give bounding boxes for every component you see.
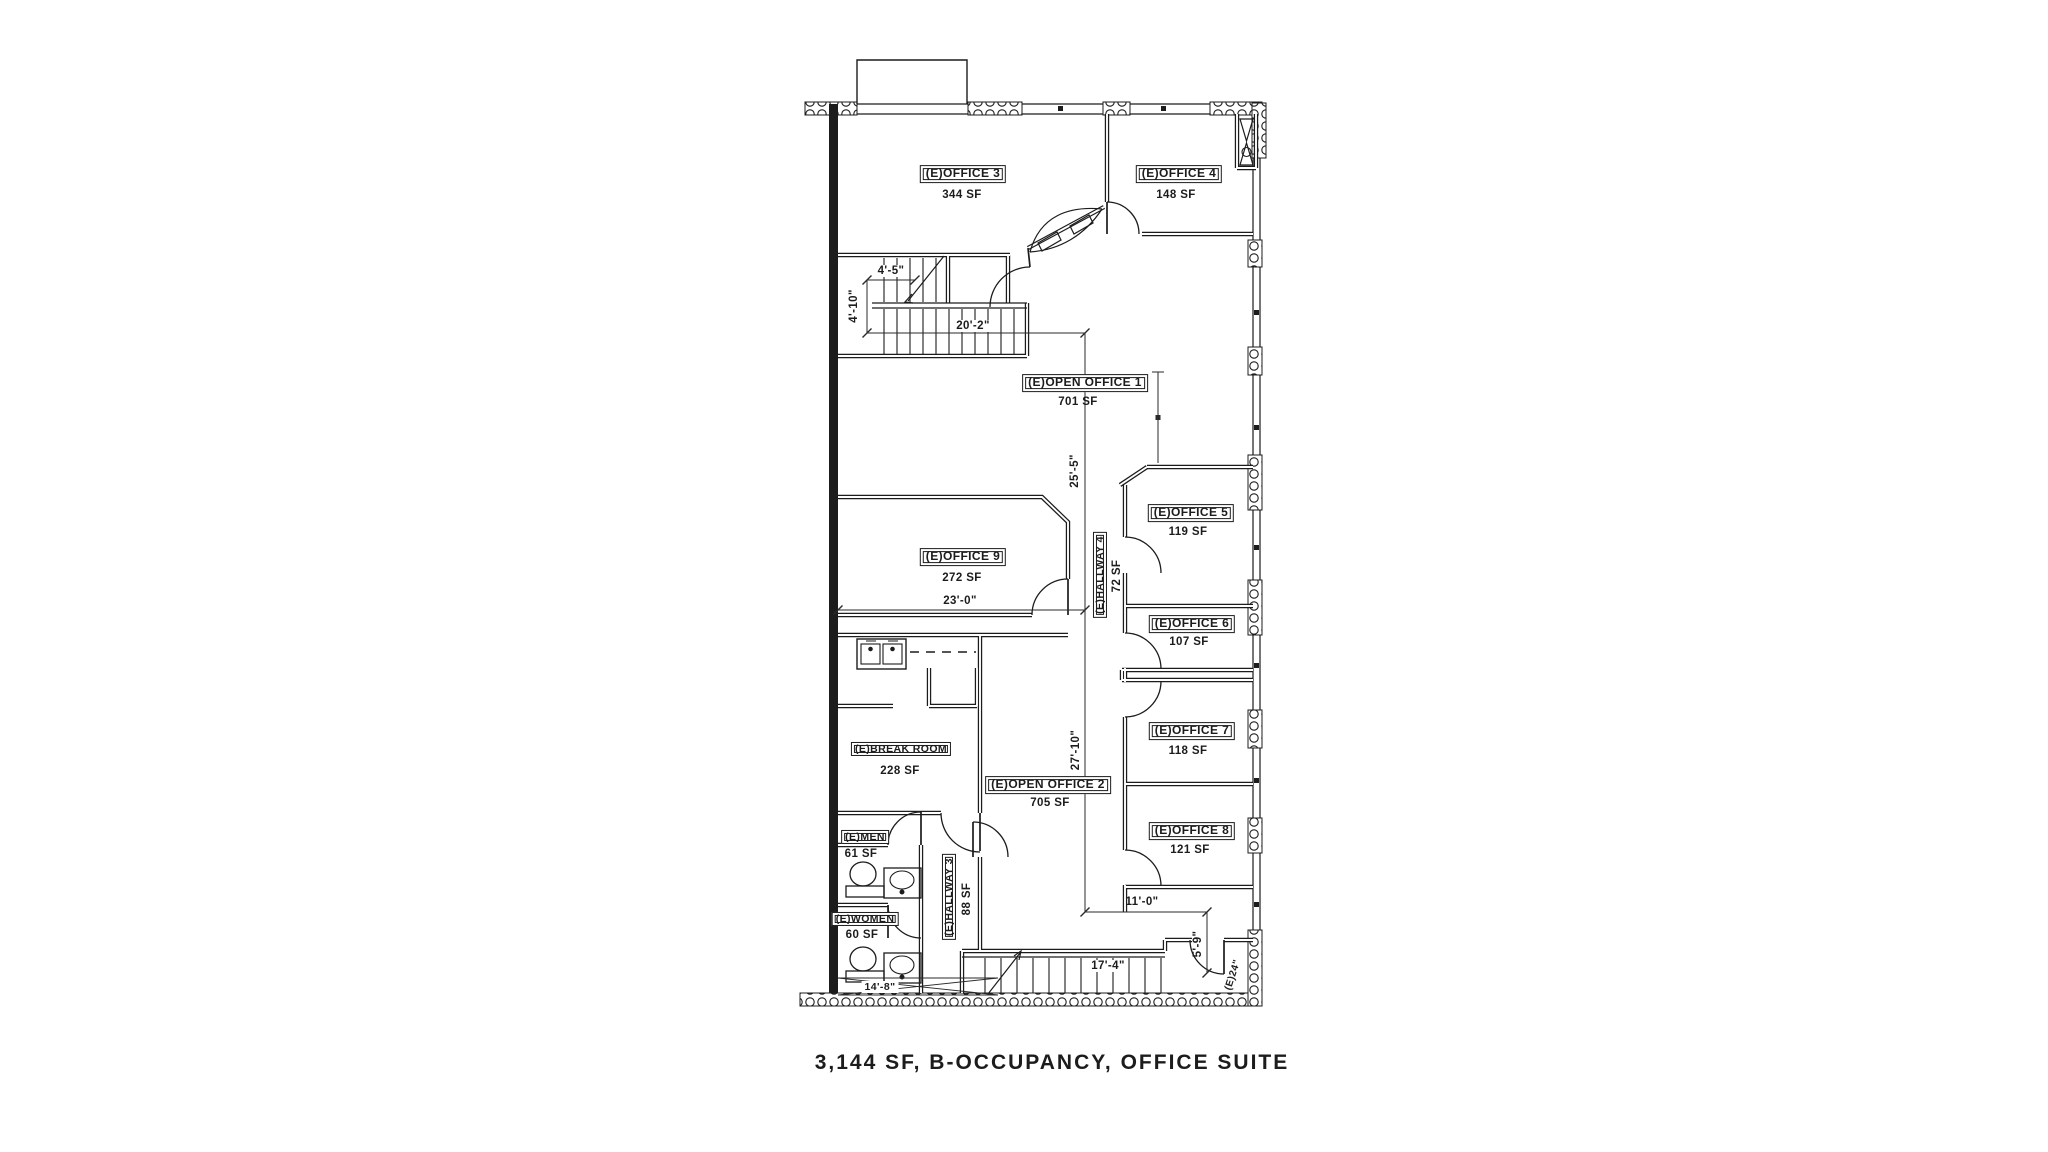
- toilet-icon: [845, 946, 885, 983]
- masonry-hatch-right: [1247, 102, 1267, 1007]
- dimension-ticks: [833, 275, 1212, 978]
- sink-icon: [883, 867, 922, 899]
- dimension-lines: [833, 275, 1212, 996]
- stair-break-line: [903, 255, 945, 304]
- stairs-lower: [962, 949, 1165, 995]
- wall-ticks: [1058, 106, 1259, 907]
- vestibule-double-door: [1029, 207, 1103, 253]
- kitchen-sink-icon: [856, 638, 907, 670]
- water-heater-icon: [1239, 118, 1254, 166]
- toilet-icon: [845, 861, 885, 898]
- exterior-walls: [799, 59, 1267, 1007]
- restroom-dim-band: [837, 977, 999, 996]
- left-wall: [829, 104, 838, 995]
- doors: [887, 201, 1225, 975]
- sink-icon: [883, 952, 922, 984]
- bump-out: [856, 59, 968, 104]
- stair-break-line: [987, 949, 1022, 995]
- interior-walls: [838, 114, 1259, 993]
